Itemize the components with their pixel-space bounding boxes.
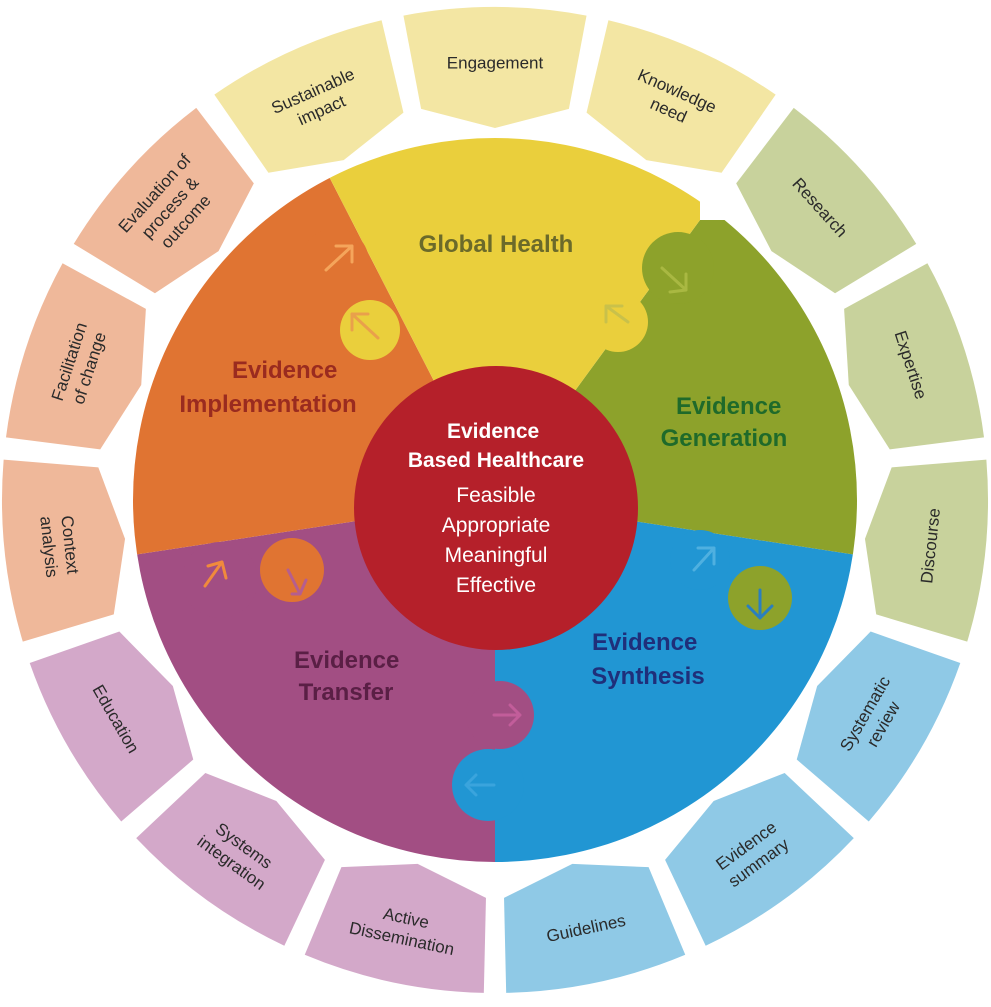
arrow-icon [492,703,522,727]
evidence-implementation-label: Evidence Implementation [179,357,356,418]
flow-arrows [203,244,774,797]
arrow-icon [350,312,380,340]
puzzle-knob [588,292,648,352]
quadrant-labels: Global Health Evidence Implementation Ev… [179,231,788,706]
quadrant-global-health [300,138,700,500]
ring-segment-discourse [864,459,988,642]
evidence-transfer-label: Evidence Transfer [294,647,406,706]
ring-segment-sustainable-impact [214,20,404,173]
ring-segment-context-analysis [2,459,126,642]
center-circle [354,366,638,650]
ring-segment-facilitation-of-change [5,263,146,450]
center-hub: Evidence Based Healthcare Feasible Appro… [354,366,638,650]
puzzle-knob [670,530,730,590]
arrow-icon [692,546,716,572]
ring-segment-systematic-review [796,631,961,822]
arrow-icon [286,568,308,596]
ring-segment-expertise [844,263,985,450]
puzzle-knob [182,542,258,618]
arrow-icon [660,266,688,294]
ring-segment-evidence-summary [665,772,854,946]
arrow-icon [324,244,354,272]
arrow-icon [746,588,774,620]
puzzle-knob [642,232,714,304]
center-item: Meaningful [445,544,548,567]
evidence-synthesis-label: Evidence Synthesis [591,629,704,690]
center-item: Feasible [456,484,535,507]
center-item: Effective [456,574,536,597]
ring-segment-education [29,631,194,822]
ring-segment-guidelines [504,863,686,993]
ring-segment-systems-integration [136,772,325,946]
outer-ring: EngagementKnowledgeneedResearchExpertise… [2,7,988,993]
center-item: Appropriate [442,514,551,537]
evidence-generation-label: Evidence Generation [661,393,788,452]
ring-segment-engagement [403,7,587,129]
ring-segment-evaluation [73,107,254,294]
ring-segment-active-dissemination [304,863,486,993]
arrow-icon [203,560,228,588]
arrow-icon [464,773,496,797]
global-health-label: Global Health [419,231,574,258]
ring-label-engagement: Engagement [447,54,544,73]
center-title: Evidence Based Healthcare [408,420,584,472]
ring-segment-knowledge-need [586,20,776,173]
ring-segment-research [736,107,917,294]
puzzle-knob [260,538,324,602]
arrow-icon [604,304,630,324]
